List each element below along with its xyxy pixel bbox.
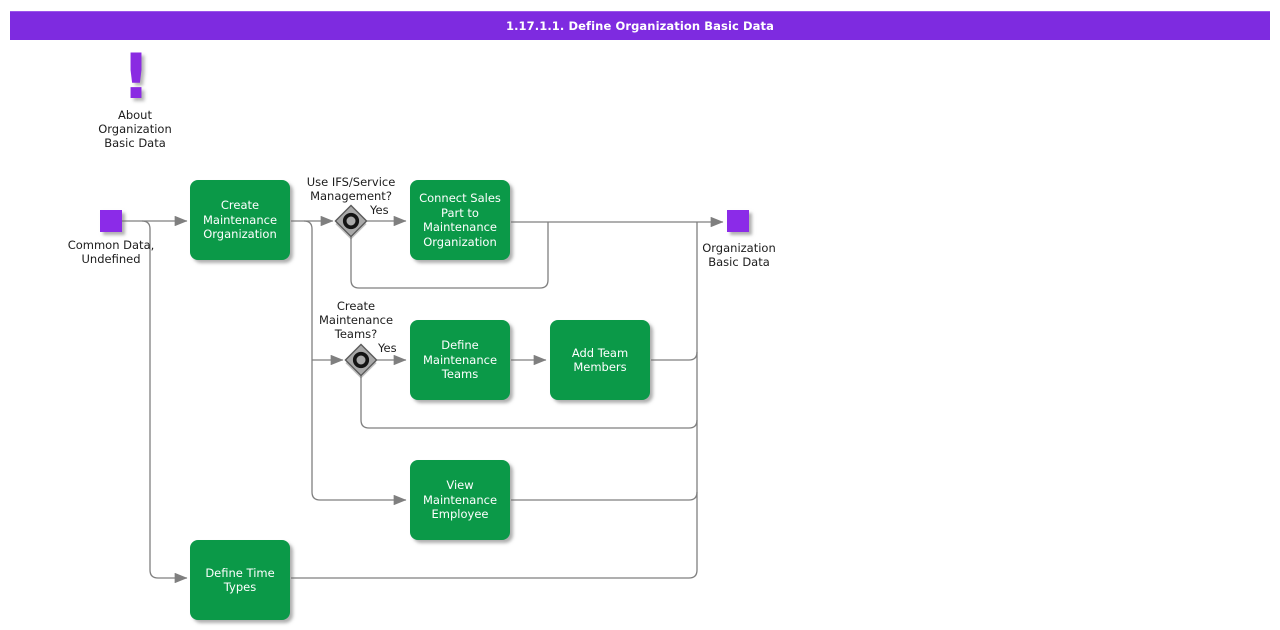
decision-use-ifs-service-management[interactable] bbox=[334, 204, 368, 240]
decision-create-maintenance-teams[interactable] bbox=[344, 343, 378, 379]
activity-define-time-types[interactable]: Define Time Types bbox=[190, 540, 290, 620]
decision1-diamond bbox=[334, 204, 368, 238]
exclamation-icon[interactable]: ! bbox=[121, 40, 151, 113]
decision2-yes-label: Yes bbox=[378, 341, 397, 355]
decision1-gateway-icon bbox=[342, 212, 360, 230]
decision1-question-label: Use IFS/Service Management? bbox=[306, 175, 396, 203]
start-event-common-data-undefined[interactable] bbox=[100, 210, 122, 232]
activity-add-team-members[interactable]: Add Team Members bbox=[550, 320, 650, 400]
activity-define-maintenance-teams[interactable]: Define Maintenance Teams bbox=[410, 320, 510, 400]
activity-create-maintenance-organization[interactable]: Create Maintenance Organization bbox=[190, 180, 290, 260]
end-event-label: Organization Basic Data bbox=[702, 241, 776, 269]
connector-start-branch-to-define-time-types bbox=[141, 220, 188, 584]
end-event-organization-basic-data[interactable] bbox=[727, 210, 749, 232]
decision2-question-label: Create Maintenance Teams? bbox=[318, 299, 394, 341]
activity-view-maintenance-employee[interactable]: View Maintenance Employee bbox=[410, 460, 510, 540]
connector-decision2-bypass bbox=[360, 376, 698, 429]
decision2-gateway-icon bbox=[352, 351, 370, 369]
connector-view-employee-to-trunk bbox=[511, 491, 698, 501]
decision2-diamond bbox=[344, 343, 378, 377]
connector-branch-to-view-employee bbox=[303, 220, 407, 506]
diagram-title-bar: 1.17.1.1. Define Organization Basic Data bbox=[10, 11, 1270, 40]
connector-define-time-types-to-trunk bbox=[291, 569, 698, 579]
start-event-label: Common Data, Undefined bbox=[67, 238, 155, 266]
note-label: About Organization Basic Data bbox=[98, 108, 172, 150]
connector-decision1-bypass bbox=[350, 222, 549, 289]
activity-connect-sales-part[interactable]: Connect Sales Part to Maintenance Organi… bbox=[410, 180, 510, 260]
connector-add-members-to-trunk bbox=[651, 351, 698, 361]
decision1-yes-label: Yes bbox=[370, 203, 389, 217]
page-title: 1.17.1.1. Define Organization Basic Data bbox=[505, 19, 775, 33]
